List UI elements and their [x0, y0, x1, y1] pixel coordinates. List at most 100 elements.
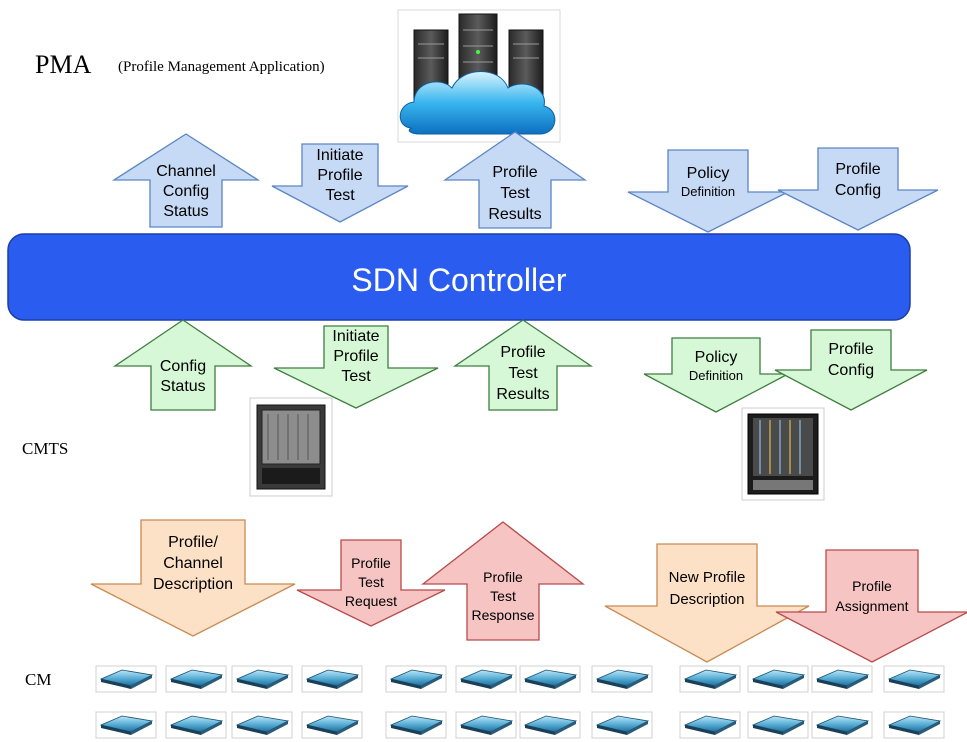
cm-label: CM	[25, 670, 51, 689]
arrow-shape	[271, 143, 409, 223]
arrow-label-line: Channel	[156, 163, 216, 180]
cable-modem-icon	[679, 665, 741, 693]
cable-modem-icon	[811, 711, 873, 739]
arrow-shape	[90, 519, 296, 637]
arrow-label-line: Test	[341, 368, 371, 385]
arrow-shape	[273, 325, 439, 409]
cable-modem-grid	[95, 665, 945, 739]
arrow-label-line: Test	[508, 365, 538, 382]
arrow-shape	[112, 319, 254, 411]
arrow-label-line: Profile	[333, 348, 378, 365]
arrow-label-line: Test	[325, 187, 355, 204]
arrow-label-line: Description	[153, 576, 233, 593]
arrow-shape	[627, 149, 789, 233]
cable-modem-icon	[301, 665, 363, 693]
arrow-label-line: Results	[496, 386, 549, 403]
arrow-shape	[774, 329, 928, 411]
arrow-label-line: Profile	[500, 344, 545, 361]
arrow-label-line: Config	[835, 182, 881, 199]
cable-modem-icon	[95, 665, 157, 693]
cmts-label: CMTS	[22, 439, 68, 458]
arrow-shape	[442, 131, 588, 229]
arrow-label-line: Definition	[681, 184, 735, 199]
cable-modem-icon	[165, 665, 227, 693]
cable-modem-icon	[883, 665, 945, 693]
arrow-label-line: Assignment	[835, 598, 908, 614]
arrow-label-line: Definition	[689, 368, 743, 383]
cable-modem-icon	[519, 665, 581, 693]
cable-modem-icon	[385, 665, 447, 693]
arrow-label-line: Request	[345, 593, 397, 609]
cable-modem-icon	[95, 711, 157, 739]
arrow-label-line: Initiate	[332, 328, 379, 345]
arrow-label-line: Profile	[351, 555, 391, 571]
cable-modem-icon	[165, 711, 227, 739]
arrow-shape	[111, 133, 261, 228]
cable-modem-icon	[455, 711, 517, 739]
cable-modem-icon	[231, 711, 293, 739]
arrow-label-line: Results	[488, 206, 541, 223]
cable-modem-icon	[231, 665, 293, 693]
pma-label: PMA	[35, 50, 92, 79]
cable-modem-icon	[385, 711, 447, 739]
arrow-shape	[777, 147, 939, 231]
arrow-label-line: Initiate	[316, 147, 363, 164]
cable-modem-icon	[811, 665, 873, 693]
arrow-shape	[452, 319, 594, 411]
arrow-shape	[604, 543, 810, 663]
cmts-chassis-icon	[741, 407, 825, 501]
arrow-label-line: Response	[471, 607, 534, 623]
cable-modem-icon	[591, 711, 653, 739]
arrow-label-line: Test	[500, 185, 530, 202]
arrow-shape	[643, 337, 789, 413]
arrow-label-line: Status	[160, 378, 205, 395]
arrow-label-line: Test	[358, 574, 384, 590]
arrow-label-line: Config	[160, 358, 206, 375]
arrow-label-line: New Profile	[669, 569, 746, 586]
cable-modem-icon	[591, 665, 653, 693]
arrow-label-line: Profile	[835, 161, 880, 178]
arrow-shape	[775, 549, 967, 663]
arrow-label-line: Channel	[163, 555, 223, 572]
arrow-label-line: Profile	[492, 164, 537, 181]
sdn-controller: SDN Controller	[7, 233, 911, 321]
arrow-label-line: Config	[163, 183, 209, 200]
arrow-label-line: Policy	[695, 349, 738, 366]
arrow-shape	[421, 521, 585, 641]
arrow-label-line: Profile	[828, 341, 873, 358]
arrow-shape	[296, 539, 446, 627]
cable-modem-icon	[747, 665, 809, 693]
arrow-label-line: Profile/	[168, 534, 218, 551]
arrow-label-line: Config	[828, 362, 874, 379]
arrow-label-line: Test	[490, 588, 516, 604]
arrow-label-line: Profile	[852, 578, 892, 594]
arrow-label-line: Description	[669, 591, 744, 608]
flow-arrows: ChannelConfigStatusInitiateProfileTestPr…	[90, 131, 967, 663]
cmts-chassis-icon	[249, 397, 333, 497]
cable-modem-icon	[679, 711, 741, 739]
cable-modem-icon	[747, 711, 809, 739]
cable-modem-icon	[301, 711, 363, 739]
cable-modem-icon	[883, 711, 945, 739]
arrow-label-line: Status	[163, 203, 208, 220]
cable-modem-icon	[519, 711, 581, 739]
arrow-label-line: Profile	[317, 167, 362, 184]
cloud-servers-icon	[397, 9, 561, 143]
pma-sublabel: (Profile Management Application)	[118, 59, 325, 75]
